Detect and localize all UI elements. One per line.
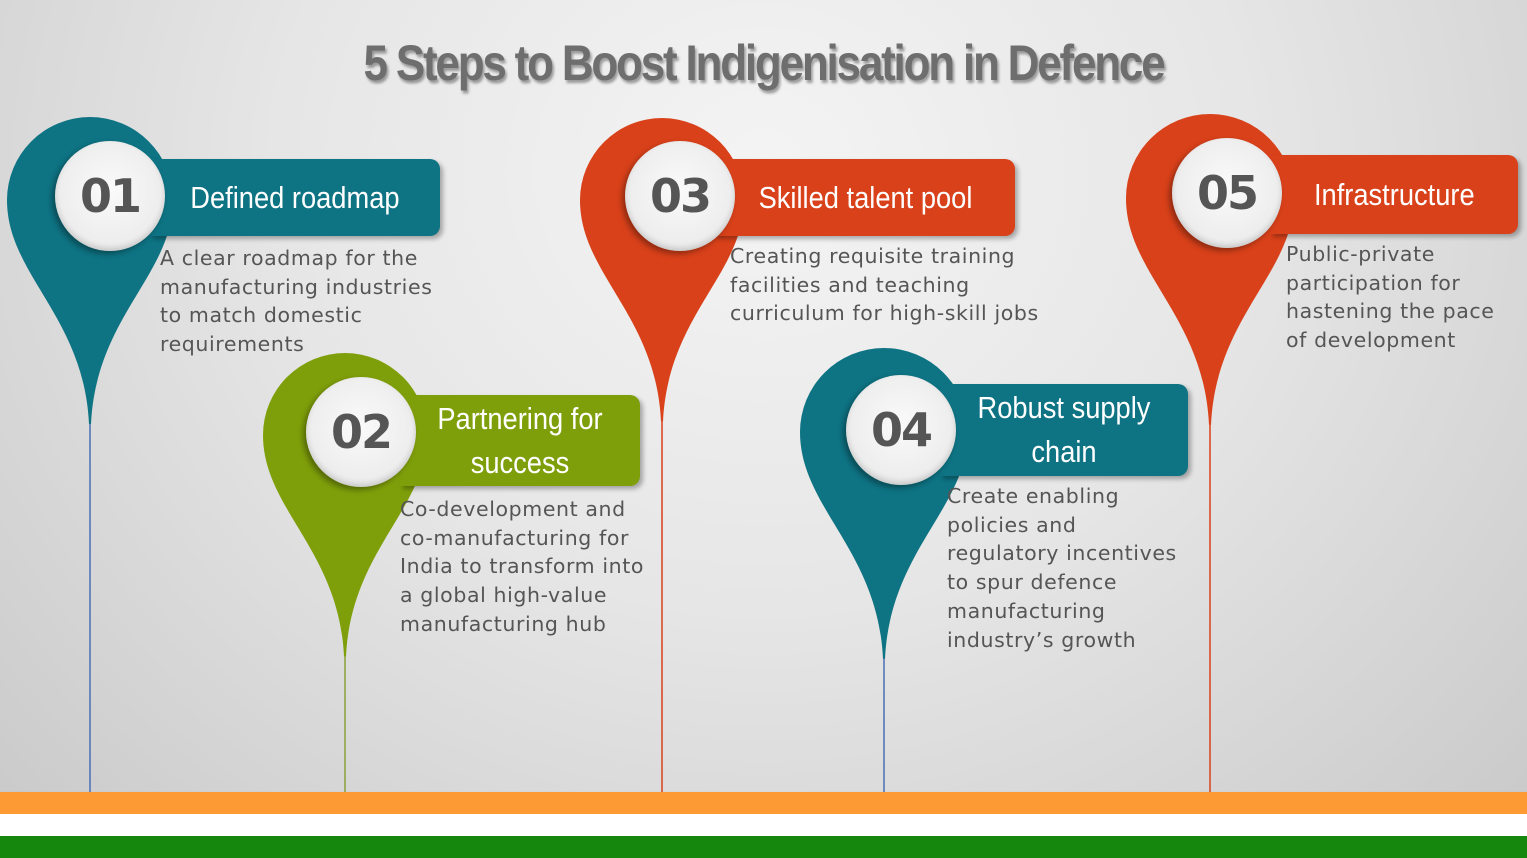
- step-description-04: Create enabling policies and regulatory …: [947, 484, 1177, 652]
- step-number-01: 01: [55, 141, 165, 251]
- step-description-03: Creating requisite training facilities a…: [730, 244, 1039, 326]
- step-title: Skilled talent pool: [758, 179, 972, 215]
- step-description-02: Co-development and co-manufacturing for …: [400, 497, 645, 636]
- step-description-01: A clear roadmap for the manufacturing in…: [160, 246, 433, 357]
- flag-band-saffron: [0, 792, 1527, 814]
- step-title: Infrastructure: [1313, 176, 1475, 212]
- step-title: Robust supply chain: [977, 390, 1151, 469]
- step-number-02: 02: [306, 377, 416, 487]
- page-title: 5 Steps to Boost Indigenisation in Defen…: [363, 35, 1166, 91]
- step-title: Defined roadmap: [190, 179, 400, 215]
- step-number-04: 04: [846, 375, 956, 485]
- step-title: Partnering for success: [437, 400, 603, 480]
- step-title-bar-04: Robust supply chain: [940, 384, 1188, 476]
- step-number-05: 05: [1172, 138, 1282, 248]
- flag-band-white: [0, 814, 1527, 836]
- flag-band-green: [0, 836, 1527, 858]
- step-title-bar-02: Partnering for success: [400, 395, 640, 486]
- step-title-bar-03: Skilled talent pool: [715, 159, 1015, 236]
- step-title-bar-01: Defined roadmap: [150, 159, 440, 236]
- step-number-03: 03: [625, 141, 735, 251]
- step-title-bar-05: Infrastructure: [1270, 155, 1518, 234]
- step-description-05: Public-private participation for hasteni…: [1286, 242, 1495, 353]
